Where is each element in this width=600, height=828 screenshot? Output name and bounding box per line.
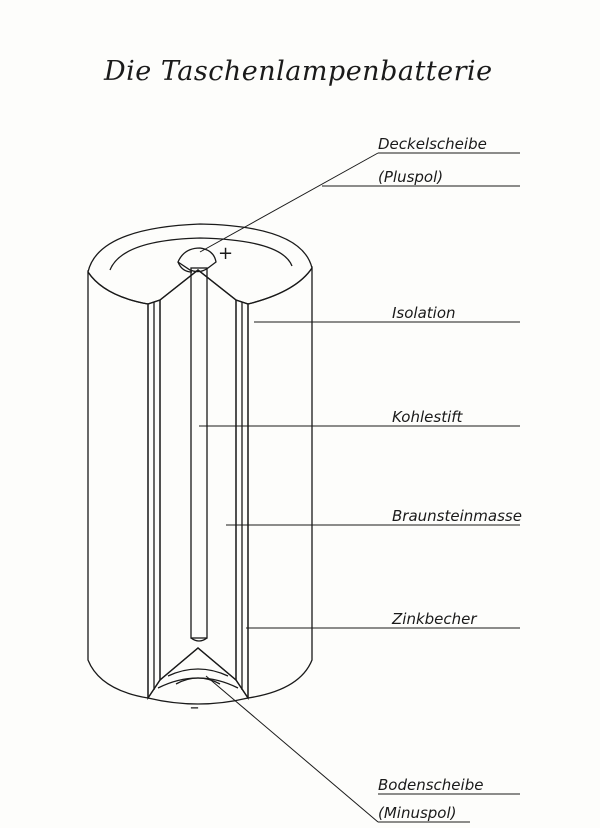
label-bodenscheibe: Bodenscheibe [378, 776, 483, 794]
carbon-rod-bottom [190, 637, 208, 642]
minus-sign: – [190, 697, 199, 718]
label-braunsteinmasse: Braunsteinmasse [392, 507, 522, 525]
manganese-mass [159, 269, 237, 682]
label-pluspol: (Pluspol) [378, 168, 443, 186]
leader-bodenscheibe [205, 675, 379, 823]
bottom-disc [146, 647, 250, 705]
label-kohlestift: Kohlestift [392, 408, 464, 426]
zinc-cup-right-outer [247, 265, 313, 699]
plus-sign: + [218, 243, 233, 264]
label-minuspol: (Minuspol) [378, 804, 457, 822]
top-rim [87, 223, 313, 305]
label-isolation: Isolation [392, 304, 456, 322]
bottom-arc-1 [167, 668, 229, 677]
diagram-title: Die Taschenlampenbatterie [103, 56, 493, 87]
label-deckelscheibe: Deckelscheibe [378, 135, 487, 153]
top-inner-ring [109, 237, 293, 271]
carbon-rod [190, 267, 208, 639]
zinc-cup-left-outer [87, 269, 149, 699]
leader-deckelscheibe [199, 152, 379, 253]
bottom-arc-3 [157, 677, 239, 689]
cap-edge [177, 261, 193, 273]
cap-disc [177, 247, 217, 273]
label-zinkbecher: Zinkbecher [391, 610, 477, 628]
